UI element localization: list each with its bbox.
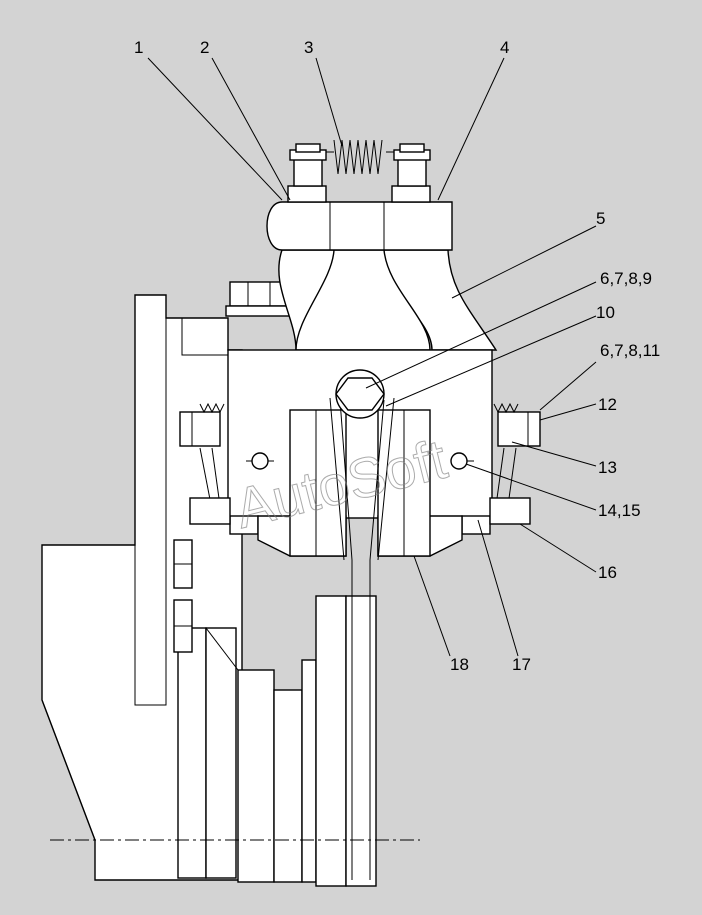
callout-14-15: 14,15 — [598, 501, 641, 520]
brake-shoe-right — [377, 409, 491, 557]
callout-labels: 1 2 3 4 5 6,7,8,9 10 6,7,8,11 12 13 14,1… — [134, 38, 660, 674]
pin-right — [391, 143, 431, 203]
callout-13: 13 — [598, 458, 617, 477]
head-block — [266, 201, 453, 251]
callout-4: 4 — [500, 38, 509, 57]
callout-17: 17 — [512, 655, 531, 674]
leader-lines — [147, 57, 597, 657]
gear-stack — [173, 539, 377, 887]
callout-3: 3 — [304, 38, 313, 57]
callout-5: 5 — [596, 209, 605, 228]
callout-1: 1 — [134, 38, 143, 57]
callout-16: 16 — [598, 563, 617, 582]
callout-18: 18 — [450, 655, 469, 674]
callout-6-7-8-9: 6,7,8,9 — [600, 269, 652, 288]
strap-10 — [329, 397, 395, 880]
callout-12: 12 — [598, 395, 617, 414]
spring-3 — [326, 139, 394, 175]
hex-nut-6789 — [335, 369, 385, 419]
pin-14-15-right — [450, 452, 474, 470]
callout-2: 2 — [200, 38, 209, 57]
pin-14-15-left — [246, 452, 274, 470]
callout-10: 10 — [596, 303, 615, 322]
bolt-right — [489, 402, 541, 525]
callout-6-7-8-11: 6,7,8,11 — [600, 341, 660, 360]
pin-left — [287, 143, 327, 203]
brake-shoe-left — [229, 409, 347, 557]
frame-nut — [225, 281, 293, 317]
bolt-left — [179, 402, 231, 525]
lever-arm-5 — [278, 249, 498, 351]
